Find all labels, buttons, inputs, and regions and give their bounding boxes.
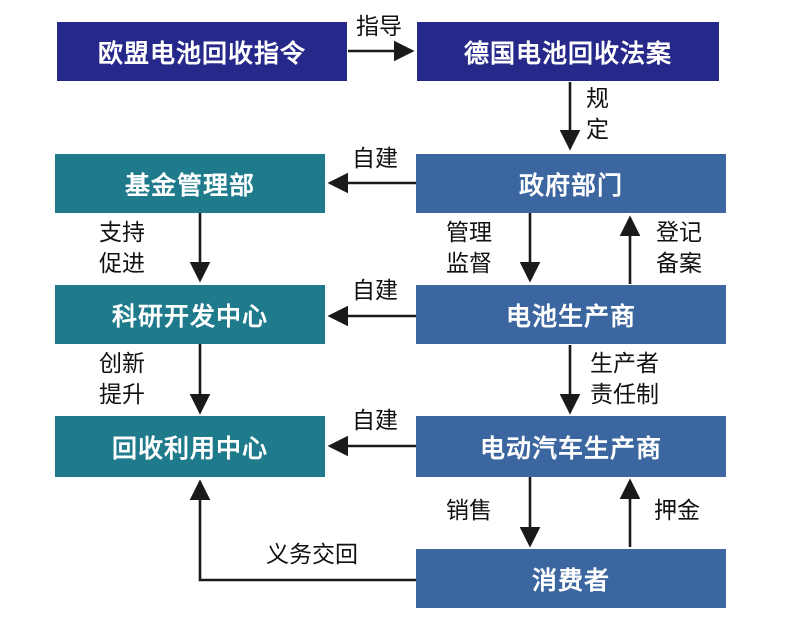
box-government: 政府部门 xyxy=(416,154,726,213)
label-innovate-1: 创新 xyxy=(99,351,145,377)
label-register-1: 登记 xyxy=(656,220,702,246)
label-register-2: 备案 xyxy=(656,251,702,277)
box-consumer: 消费者 xyxy=(416,549,726,608)
box-rd-center: 科研开发中心 xyxy=(55,285,325,344)
label-manage-2: 监督 xyxy=(446,251,492,277)
box-german-law: 德国电池回收法案 xyxy=(417,22,719,81)
box-ev-maker: 电动汽车生产商 xyxy=(416,416,726,477)
label-return: 义务交回 xyxy=(266,542,358,568)
label-self-build-fund: 自建 xyxy=(352,146,398,172)
box-recycle-center: 回收利用中心 xyxy=(55,416,325,477)
label-epr-2: 责任制 xyxy=(590,382,659,408)
label-epr-1: 生产者 xyxy=(590,351,659,377)
box-eu-directive: 欧盟电池回收指令 xyxy=(57,22,347,81)
label-self-build-rd: 自建 xyxy=(352,278,398,304)
label-support-1: 支持 xyxy=(99,220,145,246)
label-deposit: 押金 xyxy=(654,498,700,524)
box-battery-maker: 电池生产商 xyxy=(416,285,726,344)
box-fund-management: 基金管理部 xyxy=(55,154,325,213)
label-innovate-2: 提升 xyxy=(99,382,145,408)
label-regulate-1: 规 xyxy=(586,86,609,112)
label-guide: 指导 xyxy=(356,14,402,40)
label-manage-1: 管理 xyxy=(446,220,492,246)
arrow-return xyxy=(189,479,416,582)
label-sales: 销售 xyxy=(446,498,492,524)
label-self-build-recycle: 自建 xyxy=(352,408,398,434)
label-regulate-2: 定 xyxy=(586,117,609,143)
label-support-2: 促进 xyxy=(99,251,145,277)
